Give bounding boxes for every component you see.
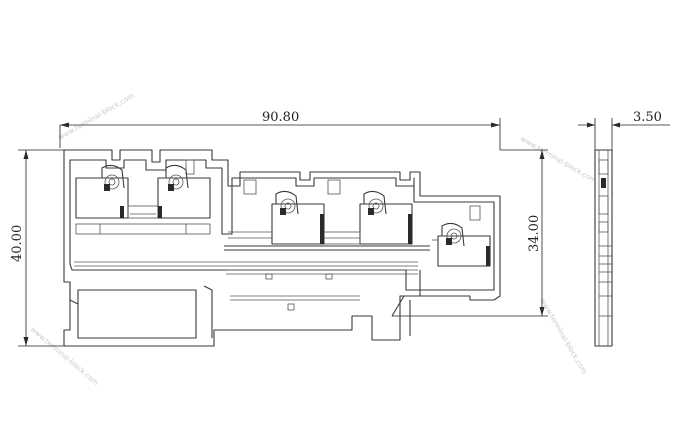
spring-clamp-1 — [101, 164, 125, 218]
dimension-height-inner: 34.00 — [392, 149, 548, 317]
spring-clamp-3 — [275, 190, 324, 244]
spring-clamp-4 — [363, 190, 412, 244]
svg-text:www.terminal-block.com: www.terminal-block.com — [538, 297, 588, 376]
spring-clamp-2 — [158, 164, 189, 218]
svg-text:www.terminal-block.com: www.terminal-block.com — [519, 135, 598, 185]
side-view — [594, 149, 613, 347]
dimension-height-total-label: 40.00 — [10, 225, 25, 262]
dimension-width-label: 90.80 — [262, 110, 299, 125]
dimension-width: 90.80 — [59, 110, 501, 150]
dimension-height-inner-label: 34.00 — [527, 215, 542, 252]
dimension-side-width-label: 3.50 — [633, 110, 662, 125]
dimension-side-width: 3.50 — [578, 110, 670, 150]
spring-clamp-5 — [441, 222, 490, 266]
svg-text:www.terminal-block.com: www.terminal-block.com — [57, 92, 136, 142]
dimension-height-total: 40.00 — [10, 149, 72, 347]
watermark: www.terminal-block.com www.terminal-bloc… — [29, 92, 598, 388]
terminal-body — [63, 149, 501, 347]
